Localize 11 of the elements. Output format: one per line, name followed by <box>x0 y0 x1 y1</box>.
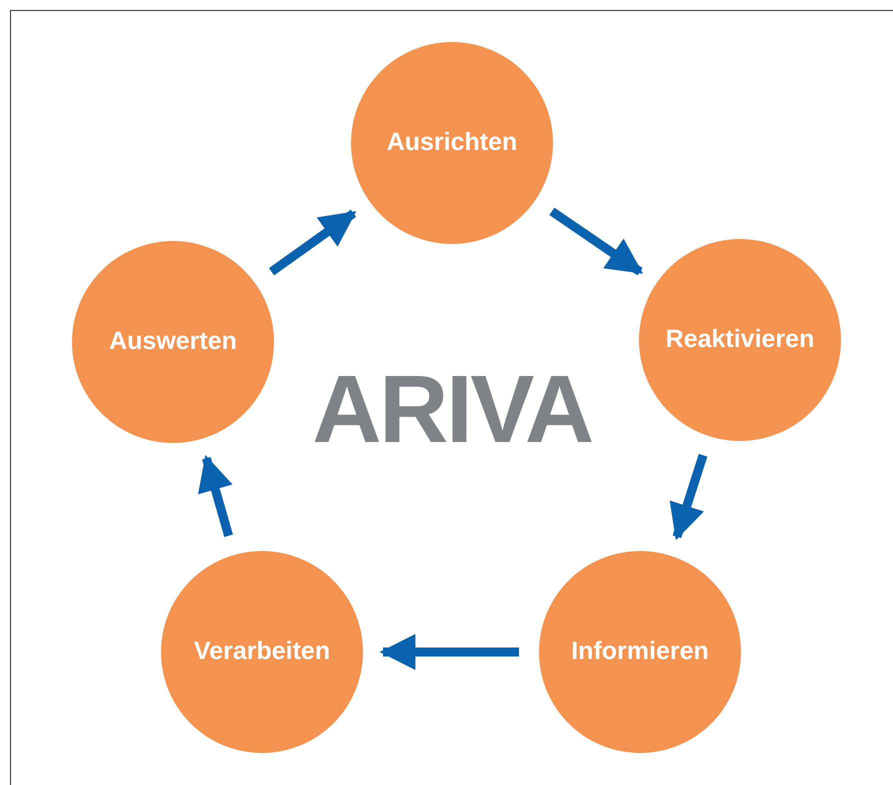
arrow <box>198 454 233 537</box>
node-label: Informieren <box>571 636 709 668</box>
node-label: Reaktivieren <box>666 324 814 356</box>
node-label: Ausrichten <box>386 127 518 158</box>
node-label: Auswerten <box>109 326 237 358</box>
title-label: ARIVA <box>312 362 592 458</box>
arrow <box>549 208 644 276</box>
arrow <box>670 454 708 540</box>
arrow <box>379 634 519 670</box>
arrow <box>268 210 356 276</box>
node-label: Verarbeiten <box>194 636 330 668</box>
